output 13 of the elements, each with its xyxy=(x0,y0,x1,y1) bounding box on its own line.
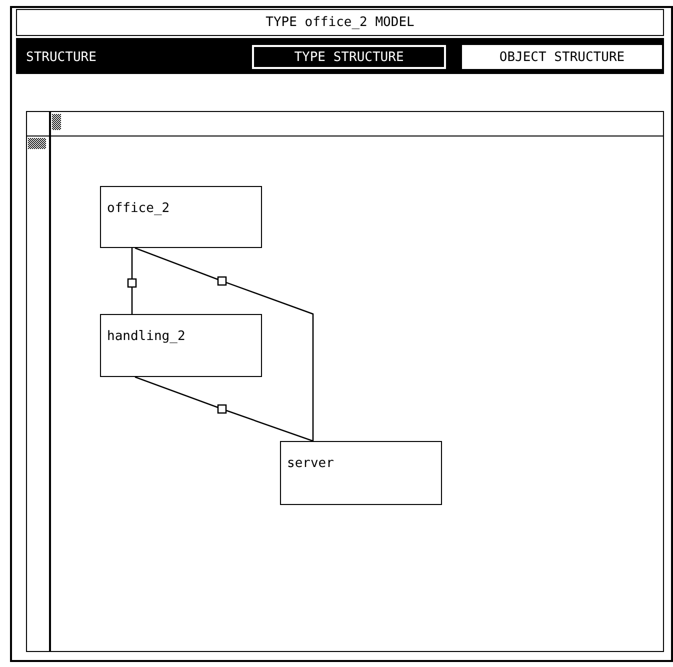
window-title: TYPE office_2 MODEL xyxy=(16,9,664,36)
relation-line xyxy=(134,247,314,442)
type-name: office_2 xyxy=(107,201,170,216)
relation-line xyxy=(127,247,137,315)
tab-button: TYPE STRUCTURE xyxy=(252,45,446,69)
panel-label: STRUCTURE xyxy=(26,50,96,65)
type-name: server xyxy=(287,456,334,471)
tab-button: OBJECT STRUCTURE xyxy=(462,45,662,69)
type-box xyxy=(280,441,442,505)
type-box xyxy=(100,314,262,377)
type-box xyxy=(100,186,262,248)
type-name: handling_2 xyxy=(107,329,186,344)
relation-line xyxy=(134,376,314,442)
